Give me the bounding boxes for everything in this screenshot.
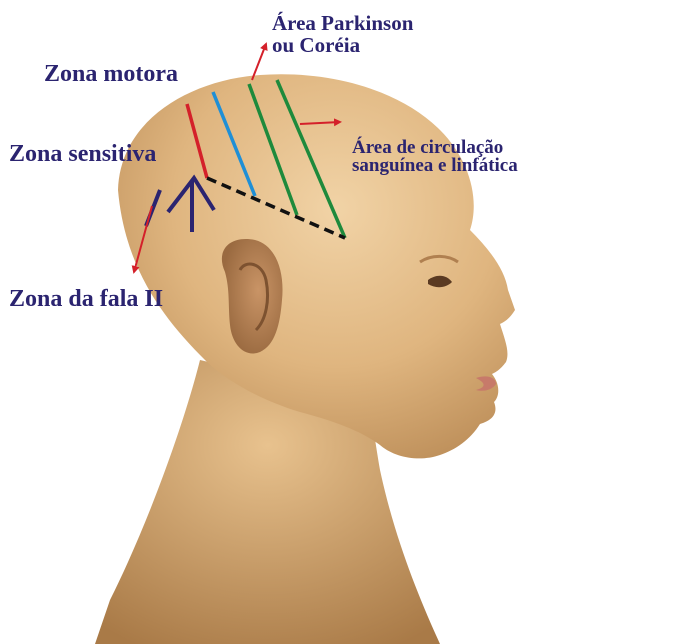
head-shape bbox=[118, 74, 515, 458]
speech-zone-label: Zona da fala II bbox=[9, 287, 163, 311]
motor-zone-label: Zona motora bbox=[44, 62, 178, 86]
parkinson-area-label: Área Parkinson ou Coréia bbox=[272, 12, 413, 56]
parkinson-label-line1: Área Parkinson bbox=[272, 12, 413, 34]
circulation-area-label: Área de circulação sanguínea e linfática bbox=[352, 139, 518, 175]
parkinson-label-line2: ou Coréia bbox=[272, 34, 413, 56]
parkinson-arrow bbox=[252, 44, 266, 80]
sensory-zone-label: Zona sensitiva bbox=[9, 142, 156, 166]
circulation-label-line2: sanguínea e linfática bbox=[352, 157, 518, 175]
